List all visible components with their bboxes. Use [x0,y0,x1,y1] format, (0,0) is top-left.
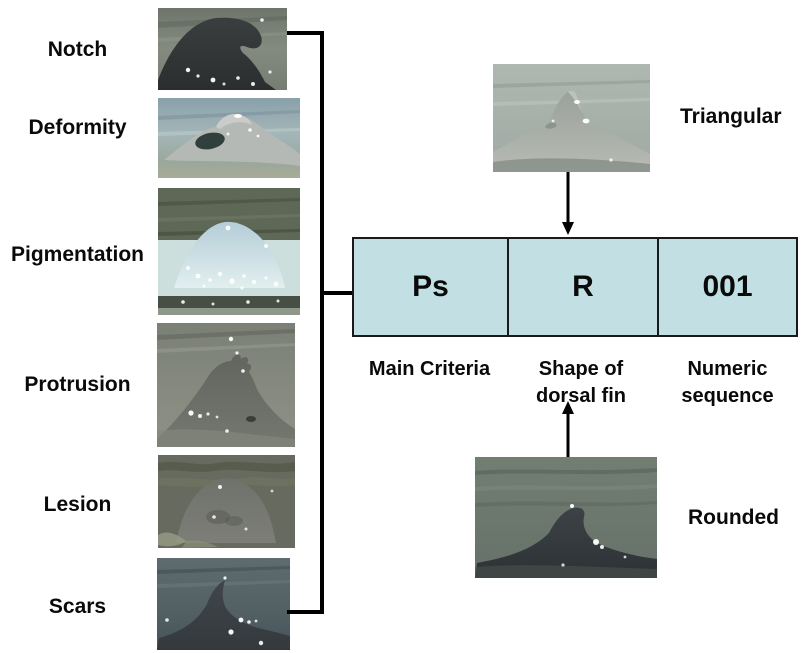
criteria-label-scars: Scars [48,595,107,618]
bracket-vertical-line [320,31,324,614]
code-cell-main-criteria: Ps [354,239,507,335]
caption-main-criteria: Main Criteria [352,356,507,383]
caption-shape-line2: dorsal fin [535,385,626,407]
bracket-to-codebox-connector [324,291,352,295]
arrow-down-triangular-to-codebox [562,172,574,235]
notch-dorsal-fin-photo [158,8,287,90]
code-fin-shape: R [572,270,594,303]
caption-numeric-sequence: Numeric sequence [657,356,798,410]
criteria-label-deformity: Deformity [28,116,127,139]
criteria-label-pigmentation: Pigmentation [10,243,144,266]
criteria-label-notch: Notch [47,38,108,61]
code-numeric-sequence: 001 [702,270,753,303]
code-cell-numeric-sequence: 001 [657,239,796,335]
caption-numeric-line1: Numeric [687,358,768,380]
deformity-dorsal-fin-photo [158,98,300,178]
rounded-label: Rounded [688,506,779,529]
scars-dorsal-fin-photo [157,558,290,650]
bracket-top-connector [287,31,324,35]
caption-shape-of-dorsal-fin: Shape of dorsal fin [505,356,657,410]
caption-shape-line1: Shape of [538,358,624,380]
triangular-label: Triangular [680,105,782,128]
rounded-fin-photo [475,457,657,578]
criteria-label-protrusion: Protrusion [24,373,131,396]
caption-main-criteria-line1: Main Criteria [368,358,491,380]
criteria-label-lesion: Lesion [43,493,112,516]
arrow-up-rounded-to-caption [562,401,574,457]
protrusion-dorsal-fin-photo [157,323,295,447]
code-main-criteria: Ps [412,270,449,303]
bracket-bottom-connector [287,610,324,614]
pigmentation-dorsal-fin-photo [158,188,300,315]
triangular-fin-photo [493,64,650,172]
lesion-dorsal-fin-photo [158,455,295,548]
code-box: Ps R 001 [352,237,798,337]
caption-numeric-line2: sequence [681,385,774,407]
code-cell-fin-shape: R [507,239,657,335]
